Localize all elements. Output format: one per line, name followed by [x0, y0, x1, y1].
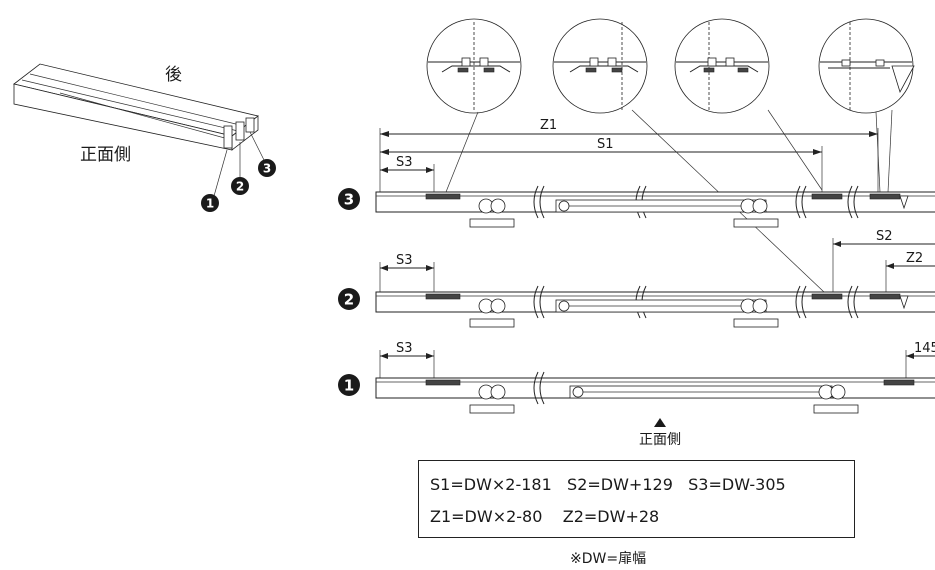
- label-z1: Z1: [540, 118, 557, 133]
- label-145: 145: [914, 341, 935, 356]
- dimension-s3-row2: [379, 262, 435, 292]
- marker-1: 1: [338, 374, 360, 396]
- dimension-s3-row1: [379, 350, 435, 378]
- svg-text:3: 3: [263, 162, 271, 176]
- label-s1: S1: [597, 137, 614, 152]
- label-back: 後: [165, 65, 182, 85]
- formula-box: S1=DW×2-181 S2=DW+129 S3=DW-305 Z1=DW×2-…: [418, 460, 855, 538]
- detail-circle-1: [426, 18, 522, 114]
- label-s3-row3: S3: [396, 155, 413, 170]
- formula-line-1: S1=DW×2-181 S2=DW+129 S3=DW-305: [430, 475, 786, 494]
- marker-3: 3: [338, 188, 360, 210]
- label-s3-row2: S3: [396, 253, 413, 268]
- dimension-s1: [380, 146, 823, 192]
- profile-3d: [13, 63, 265, 197]
- front-arrow-icon: [654, 418, 666, 427]
- marker-2: 2: [338, 288, 360, 310]
- dimension-s2: [832, 238, 935, 292]
- rail-row-1: [375, 371, 935, 414]
- detail-circle-2: [552, 18, 648, 114]
- label-front-side: 正面側: [80, 145, 131, 165]
- dimension-z2: [885, 260, 935, 292]
- formula-line-2: Z1=DW×2-80 Z2=DW+28: [430, 507, 660, 526]
- rail-row-2: [375, 285, 935, 328]
- label-s2: S2: [876, 229, 893, 244]
- label-z2: Z2: [906, 251, 923, 266]
- label-s3-row1: S3: [396, 341, 413, 356]
- svg-text:2: 2: [344, 291, 354, 309]
- svg-text:1: 1: [206, 197, 214, 211]
- dimension-s3-row3: [380, 164, 435, 192]
- dimension-145: [905, 350, 935, 378]
- svg-text:1: 1: [344, 377, 354, 395]
- marker-1-small: 1: [201, 194, 219, 212]
- dimension-z1: [379, 128, 879, 192]
- rail-row-3: [375, 185, 935, 228]
- marker-3-small: 3: [258, 159, 276, 177]
- detail-circle-4: [818, 18, 915, 114]
- marker-2-small: 2: [231, 177, 249, 195]
- dw-note: ※DW=扉幅: [570, 551, 647, 567]
- detail-circle-3: [674, 18, 770, 114]
- svg-text:2: 2: [236, 180, 244, 194]
- svg-text:3: 3: [344, 191, 354, 209]
- label-front-side-bottom: 正面側: [639, 432, 681, 448]
